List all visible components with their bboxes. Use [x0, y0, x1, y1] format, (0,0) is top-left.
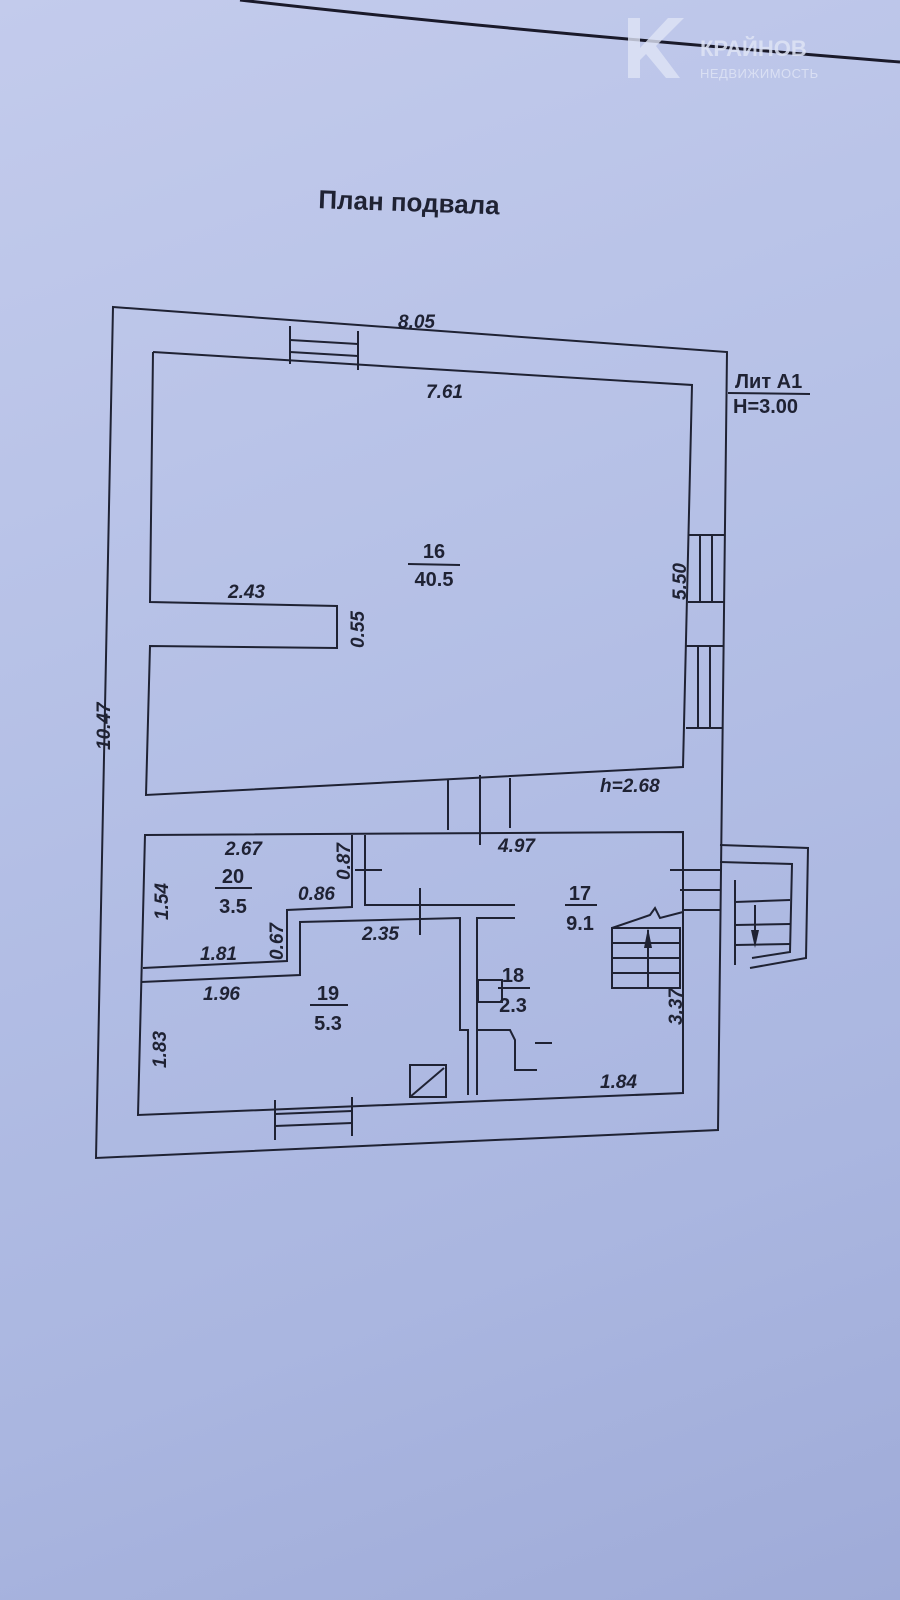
vent-diagonal [409, 1067, 445, 1098]
window-bottom [274, 1097, 353, 1140]
dim-337: 3.37 [666, 987, 687, 1025]
room-18-label: 18 2.3 [498, 965, 530, 1017]
plan-title: План подвала [318, 184, 501, 220]
dim-181: 1.81 [200, 944, 237, 965]
logo-subtitle: НЕДВИЖИМОСТЬ [700, 66, 819, 81]
dim-room16-top: 7.61 [426, 382, 463, 403]
room-number: 20 [222, 866, 244, 888]
dim-067: 0.67 [267, 922, 288, 960]
liter-name: Лит А1 [735, 371, 802, 393]
room-16-outline [144, 351, 694, 797]
stairs-outer [670, 844, 810, 969]
outer-wall [94, 305, 729, 1160]
liter-height: H=3.00 [733, 396, 798, 418]
window-right-2 [686, 645, 723, 729]
dim-235: 2.35 [361, 924, 399, 945]
window-right-1 [688, 534, 725, 603]
room-20-label: 20 3.5 [215, 866, 252, 918]
room-number: 16 [423, 541, 445, 563]
room-16-label: 16 40.5 [407, 541, 461, 591]
dim-183: 1.83 [150, 1031, 171, 1068]
dim-184: 1.84 [600, 1072, 637, 1093]
logo: КРАЙНОВ НЕДВИЖИМОСТЬ [628, 18, 819, 81]
room-18-inner [477, 1029, 537, 1071]
dim-room16-height: h=2.68 [600, 776, 660, 797]
room-number: 18 [502, 965, 524, 987]
room-area: 2.3 [499, 995, 527, 1017]
dim-497: 4.97 [497, 836, 536, 857]
dim-196: 1.96 [203, 984, 240, 1005]
room-area: 9.1 [566, 913, 594, 935]
dim-086: 0.86 [298, 884, 335, 905]
logo-icon [628, 18, 684, 78]
dim-outer-left: 10.47 [94, 701, 115, 750]
room-area: 40.5 [415, 569, 454, 591]
room-number: 17 [569, 883, 591, 905]
dim-267: 2.67 [224, 839, 263, 860]
room-17-label: 17 9.1 [565, 883, 597, 935]
room-label-divider [407, 563, 461, 566]
stair-down-arrow-icon [751, 930, 759, 948]
dim-087: 0.87 [334, 842, 355, 880]
vent-box [409, 1064, 447, 1098]
logo-name: КРАЙНОВ [700, 36, 807, 61]
page-edge-line [239, 0, 900, 64]
room-19-wall [140, 916, 469, 1095]
room-area: 3.5 [219, 896, 247, 918]
dim-outer-top: 8.05 [398, 312, 435, 333]
dim-notch-len: 2.43 [227, 582, 265, 603]
dim-notch-width: 0.55 [348, 611, 369, 648]
room-18-fixture [477, 979, 503, 1003]
room-number: 19 [317, 983, 339, 1005]
liter-divider [727, 392, 811, 395]
room-area: 5.3 [314, 1013, 342, 1035]
doorway [447, 775, 511, 845]
room-19-label: 19 5.3 [310, 983, 348, 1035]
room-20-wall [142, 835, 353, 969]
corridor-wall [364, 835, 515, 906]
door-marks [355, 869, 552, 1044]
stair-up-arrow-icon [644, 928, 652, 948]
lower-rooms-outline [136, 830, 684, 1117]
window-top [289, 326, 359, 370]
room-18-outline [476, 917, 515, 1095]
dim-room16-right: 5.50 [670, 563, 691, 600]
dim-154: 1.54 [152, 883, 173, 920]
